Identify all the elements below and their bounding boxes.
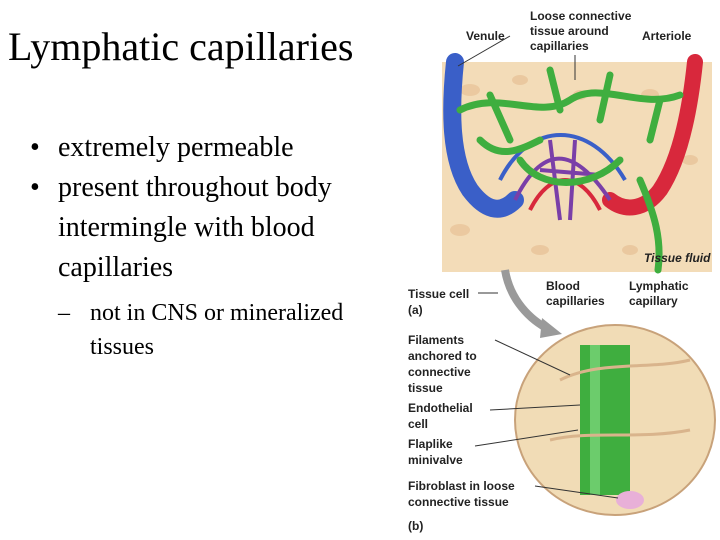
endothelial-label-1: Endothelial — [408, 401, 473, 415]
arteriole-label: Arteriole — [642, 29, 692, 43]
tissue-cell-label: Tissue cell — [408, 287, 469, 301]
loose-ct-label-1: Loose connective — [530, 9, 632, 23]
endothelial-leader — [489, 404, 581, 411]
venule-label: Venule — [466, 29, 505, 43]
lymphatic-capillary-figure: Venule Loose connective tissue around ca… — [408, 9, 716, 533]
filaments-label-2: anchored to — [408, 349, 477, 363]
fibroblast-cell — [616, 491, 644, 509]
vessel-highlight — [590, 345, 600, 495]
filaments-leader — [494, 339, 571, 376]
lymph-cap-label-2: capillary — [629, 294, 678, 308]
tissue-cells — [450, 75, 698, 255]
sub-bullet-text: tissues — [90, 334, 155, 360]
fibroblast-label-2: connective tissue — [408, 495, 509, 509]
panel-b-label: (b) — [408, 519, 423, 533]
arteriole-vessel — [602, 54, 703, 216]
fibroblast-leader — [534, 485, 619, 499]
filaments-label-1: Filaments — [408, 333, 464, 347]
filament — [559, 358, 691, 382]
bullet-text: capillaries — [58, 252, 174, 283]
endothelial-label-2: cell — [408, 417, 428, 431]
tissue-fluid-label: Tissue fluid — [644, 251, 711, 265]
sub-bullet: – not in CNS or mineralized tissues — [58, 296, 398, 364]
flaplike-label-1: Flaplike — [408, 437, 453, 451]
bullet-dot: • — [30, 132, 40, 163]
filaments-label-4: tissue — [408, 381, 443, 395]
flaplike-leader — [474, 429, 579, 447]
bullet-list: • extremely permeable • present througho… — [30, 128, 410, 288]
fibroblast-label-1: Fibroblast in loose — [408, 479, 515, 493]
bullet-item: • present throughout body intermingle wi… — [30, 168, 410, 288]
filament — [549, 428, 691, 442]
sub-bullet-text: not in CNS or mineralized — [90, 300, 344, 326]
filaments-label-3: connective — [408, 365, 471, 379]
blood-cap-label-1: Blood — [546, 279, 580, 293]
flaplike-label-2: minivalve — [408, 453, 463, 467]
bullet-dot: • — [30, 172, 40, 203]
zoom-arrowhead — [540, 318, 562, 338]
bullet-text: intermingle with blood — [58, 212, 315, 243]
venule-vessel — [443, 53, 524, 218]
bullet-text: extremely permeable — [58, 132, 294, 163]
panel-a-label: (a) — [408, 303, 423, 317]
venule-leader — [457, 35, 511, 67]
bullet-item: • extremely permeable — [30, 128, 410, 168]
bullet-text: present throughout body — [58, 172, 332, 203]
slide-title: Lymphatic capillaries — [8, 24, 354, 69]
lymph-cap-label-1: Lymphatic — [629, 279, 689, 293]
lymphatic-capillary-network — [456, 66, 684, 274]
loose-ct-label-2: tissue around — [530, 24, 609, 38]
blood-cap-label-2: capillaries — [546, 294, 605, 308]
sub-bullet-dash: – — [58, 300, 70, 326]
loose-ct-label-3: capillaries — [530, 39, 589, 53]
